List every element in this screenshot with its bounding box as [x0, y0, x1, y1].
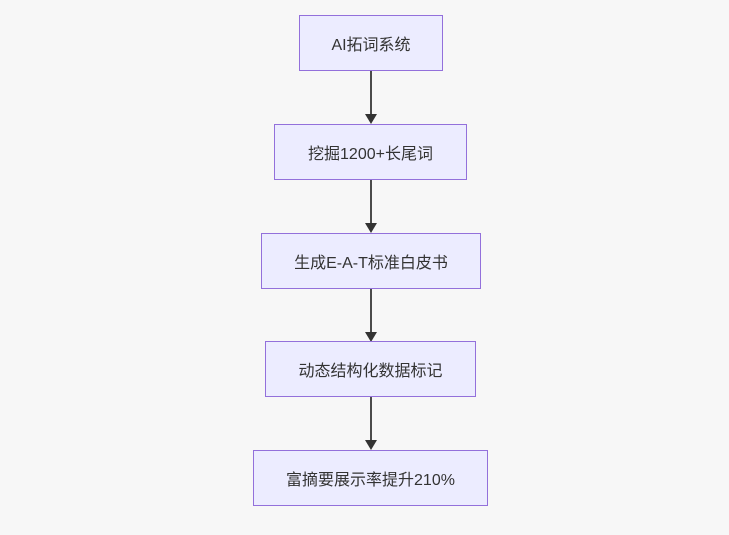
arrow-line [370, 397, 372, 441]
arrowhead-down-icon [365, 114, 377, 124]
flow-arrow-1 [365, 71, 377, 124]
node-label: 动态结构化数据标记 [298, 363, 443, 380]
flow-node-eat-whitepaper: 生成E-A-T标准白皮书 [261, 233, 481, 289]
node-label: 富摘要展示率提升210% [286, 472, 455, 489]
arrowhead-down-icon [365, 332, 377, 342]
flow-node-structured-data-markup: 动态结构化数据标记 [265, 341, 476, 397]
arrowhead-down-icon [365, 440, 377, 450]
flow-node-rich-snippet-rate: 富摘要展示率提升210% [253, 450, 488, 506]
flow-arrow-3 [365, 289, 377, 342]
arrowhead-down-icon [365, 223, 377, 233]
node-label: 生成E-A-T标准白皮书 [294, 255, 448, 272]
flow-node-ai-word-system: AI拓词系统 [299, 15, 443, 71]
arrow-line [370, 289, 372, 333]
flow-arrow-4 [365, 397, 377, 450]
node-label: 挖掘1200+长尾词 [308, 146, 433, 163]
node-label: AI拓词系统 [331, 37, 411, 54]
flow-node-longtail-keywords: 挖掘1200+长尾词 [274, 124, 467, 180]
arrow-line [370, 71, 372, 115]
flow-arrow-2 [365, 180, 377, 233]
arrow-line [370, 180, 372, 224]
